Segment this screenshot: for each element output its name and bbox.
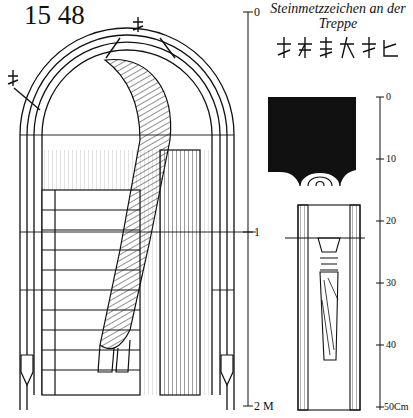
mason-marks	[8, 17, 398, 110]
scale-number: 2 M	[254, 400, 274, 412]
year-date: 15 48	[24, 2, 85, 29]
centimetre-scale	[376, 97, 384, 410]
arch-bases	[21, 355, 233, 385]
column-detail	[285, 205, 365, 410]
metre-scale	[243, 12, 253, 406]
newel-post	[160, 150, 200, 395]
scale-number: 1	[254, 226, 260, 238]
level-lines	[20, 135, 256, 290]
scale-number: 0	[254, 6, 260, 18]
scale-number: 10	[386, 154, 396, 164]
soffit-ends	[98, 340, 130, 372]
profile-section	[268, 97, 356, 186]
scale-number: 50Cm	[384, 402, 408, 412]
drawing-title: Steinmetzzeichen an der Treppe	[268, 2, 408, 31]
doorway-arch	[20, 28, 234, 410]
scale-number: 40	[386, 340, 396, 350]
scale-number: 20	[386, 216, 396, 226]
scale-number: 0	[386, 92, 391, 102]
scale-number: 30	[386, 278, 396, 288]
